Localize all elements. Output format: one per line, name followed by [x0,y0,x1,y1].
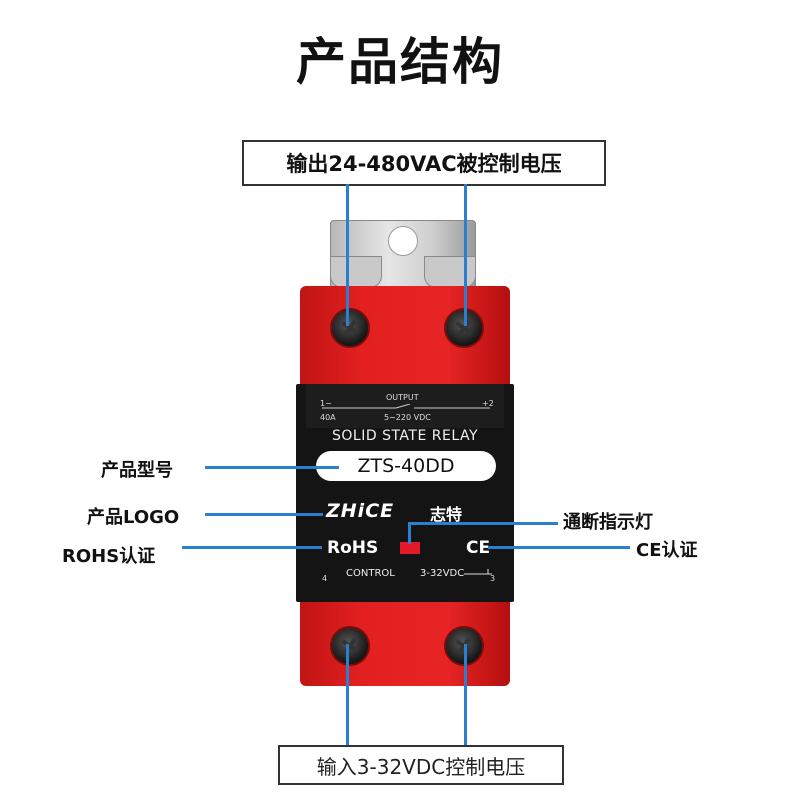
output-range: 5∼220 VDC [384,413,431,422]
ce-mark: CE [466,538,491,558]
callout-logo: 产品LOGO [87,507,180,528]
input-polarity-icon [464,569,492,575]
callout-model: 产品型号 [101,460,173,481]
callout-line-logo [205,513,323,516]
output-callout-line-left [346,184,349,326]
current-rating: 40A [320,413,336,422]
control-label: CONTROL [346,568,395,579]
callout-rohs: ROHS认证 [62,546,156,567]
input-screw-icon-4 [330,626,370,666]
callout-line-indicator-h [408,522,558,525]
output-screw-icon-1 [330,308,370,348]
indicator-led [400,542,420,554]
callout-line-ce [488,546,630,549]
output-diagram [306,384,504,428]
terminal-3-label: 3 [490,574,496,583]
callout-ce: CE认证 [636,540,698,561]
callout-indicator: 通断指示灯 [563,512,653,533]
output-callout-line-right [464,184,467,326]
output-voltage-label: 输出24-480VAC被控制电压 [242,140,606,186]
input-callout-line-right [464,644,467,745]
callout-line-indicator-v [408,522,411,544]
input-voltage-label: 输入3-32VDC控制电压 [278,745,564,785]
brand-logo-cn: 志特 [430,505,463,524]
bracket-hole [388,226,418,256]
terminal-1-label: 1− [320,399,332,408]
callout-line-model [205,466,339,469]
bracket-tab-right [424,256,476,288]
terminal-4-label: 4 [322,574,328,583]
callout-line-rohs [182,546,322,549]
terminal-2-label: +2 [482,399,494,408]
brand-logo: ZHiCE [326,500,395,522]
output-switch-icon [322,404,490,409]
control-range: 3-32VDC [420,568,465,579]
page-title: 产品结构 [296,33,504,91]
product-type-text: SOLID STATE RELAY [332,428,478,444]
model-number: ZTS-40DD [316,451,496,481]
output-label: OUTPUT [386,393,419,402]
rohs-mark: RoHS [327,538,379,558]
input-callout-line-left [346,644,349,745]
bracket-tab-left [330,256,382,288]
